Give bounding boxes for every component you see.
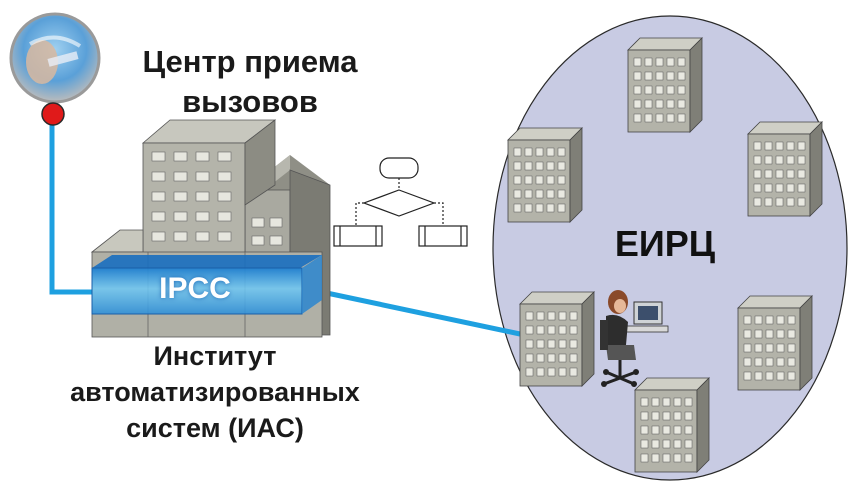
office-building-icon <box>507 127 583 223</box>
ipcc-band <box>91 255 322 315</box>
endpoint-dot <box>41 102 65 126</box>
office-building-icon <box>737 295 813 391</box>
ipcc-label: IPCC <box>159 272 231 305</box>
institute-title-line-2: автоматизированных <box>70 377 360 407</box>
call-center-title-line-1: Центр приема <box>142 44 358 79</box>
office-building-icon <box>747 121 823 217</box>
institute-title-line-3: систем (ИАС) <box>126 413 304 443</box>
office-building-icon <box>519 291 595 387</box>
call-center-title: Центр приема вызовов <box>105 42 395 122</box>
institute-title-line-1: Институт <box>153 341 277 371</box>
eirc-label: ЕИРЦ <box>614 223 716 264</box>
flowchart-icon <box>333 157 468 247</box>
phone-link-line <box>49 118 110 295</box>
office-building-icon <box>634 377 710 473</box>
office-building-icon <box>627 37 703 133</box>
institute-title: Институт автоматизированных систем (ИАС) <box>40 338 390 446</box>
operator-at-computer-icon <box>600 290 669 387</box>
call-center-title-line-2: вызовов <box>182 84 318 119</box>
phone-operator-avatar-icon <box>9 12 101 104</box>
eirc-link-line <box>321 289 521 337</box>
